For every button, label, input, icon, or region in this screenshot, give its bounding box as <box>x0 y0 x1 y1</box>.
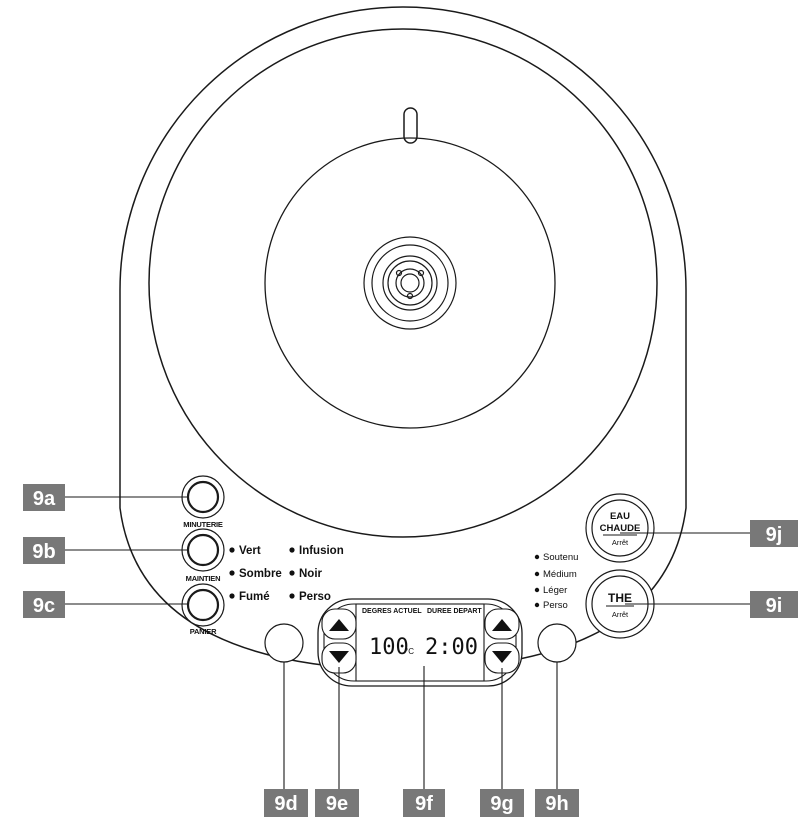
panier-label: PANIER <box>190 627 217 636</box>
duration-up-button[interactable] <box>484 608 520 640</box>
tea-type-selector-button[interactable] <box>264 623 304 663</box>
maintien-label: MAINTIEN <box>186 574 221 583</box>
svg-text:9d: 9d <box>274 793 297 815</box>
lcd-header-temperature: DEGRES ACTUEL <box>362 608 422 615</box>
strength-leger: Léger <box>543 585 567 596</box>
callout-9i: 9i <box>750 591 798 618</box>
svg-text:9j: 9j <box>766 524 783 546</box>
temperature-up-button[interactable] <box>321 608 357 640</box>
svg-text:9f: 9f <box>415 793 433 815</box>
the-label: THE <box>608 591 632 605</box>
panier-button[interactable] <box>181 583 225 627</box>
eau-chaude-line1: EAU <box>610 511 630 522</box>
lcd-temperature-unit: °C <box>405 647 414 656</box>
callout-9d: 9d <box>264 789 308 817</box>
minuterie-label: MINUTERIE <box>183 520 223 529</box>
duration-down-button[interactable] <box>484 642 520 674</box>
tea-type-infusion: Infusion <box>299 545 344 557</box>
svg-text:9c: 9c <box>33 595 55 617</box>
maintien-button[interactable] <box>181 528 225 572</box>
callout-9e: 9e <box>315 789 359 817</box>
strength-selector-button[interactable] <box>537 623 577 663</box>
lcd-temperature-value: 100 <box>369 635 409 660</box>
svg-text:9b: 9b <box>32 541 55 563</box>
temperature-down-button[interactable] <box>321 642 357 674</box>
eau-chaude-line2: CHAUDE <box>600 523 641 534</box>
callout-9c: 9c <box>23 591 65 618</box>
strength-list: Soutenu Médium Léger Perso <box>534 552 578 611</box>
tea-type-vert: Vert <box>239 545 261 557</box>
lcd-time-value: 2:00 <box>425 635 478 660</box>
callout-9g: 9g <box>480 789 524 817</box>
the-stop: Arrêt <box>612 610 629 619</box>
eau-chaude-button[interactable] <box>585 493 655 563</box>
minuterie-button[interactable] <box>181 475 225 519</box>
svg-text:9g: 9g <box>490 793 513 815</box>
svg-text:9e: 9e <box>326 793 348 815</box>
strength-soutenu: Soutenu <box>543 552 578 563</box>
callout-9f: 9f <box>403 789 445 817</box>
svg-text:9h: 9h <box>545 793 568 815</box>
svg-text:9i: 9i <box>766 595 783 617</box>
tea-type-sombre: Sombre <box>239 568 282 580</box>
lid-inner-circle <box>264 137 556 429</box>
central-connector <box>363 236 457 330</box>
tea-type-fume: Fumé <box>239 591 270 603</box>
the-button[interactable] <box>585 569 655 639</box>
callout-9h: 9h <box>535 789 579 817</box>
lid-slot <box>403 107 418 144</box>
lcd-header-duration: DUREE DEPART <box>427 608 482 615</box>
tea-type-perso: Perso <box>299 591 331 603</box>
tea-type-noir: Noir <box>299 568 323 580</box>
svg-text:9a: 9a <box>33 488 56 510</box>
callout-9j: 9j <box>750 520 798 547</box>
eau-chaude-stop: Arrêt <box>612 538 629 547</box>
strength-medium: Médium <box>543 569 577 580</box>
lcd-screen <box>355 603 485 682</box>
tea-type-list: Vert Infusion Sombre Noir Fumé Perso <box>229 545 344 603</box>
leader-lines <box>60 496 755 792</box>
callout-9a: 9a <box>23 484 65 511</box>
callout-9b: 9b <box>23 537 65 564</box>
lid-outer-circle <box>148 28 658 538</box>
strength-perso: Perso <box>543 600 568 611</box>
